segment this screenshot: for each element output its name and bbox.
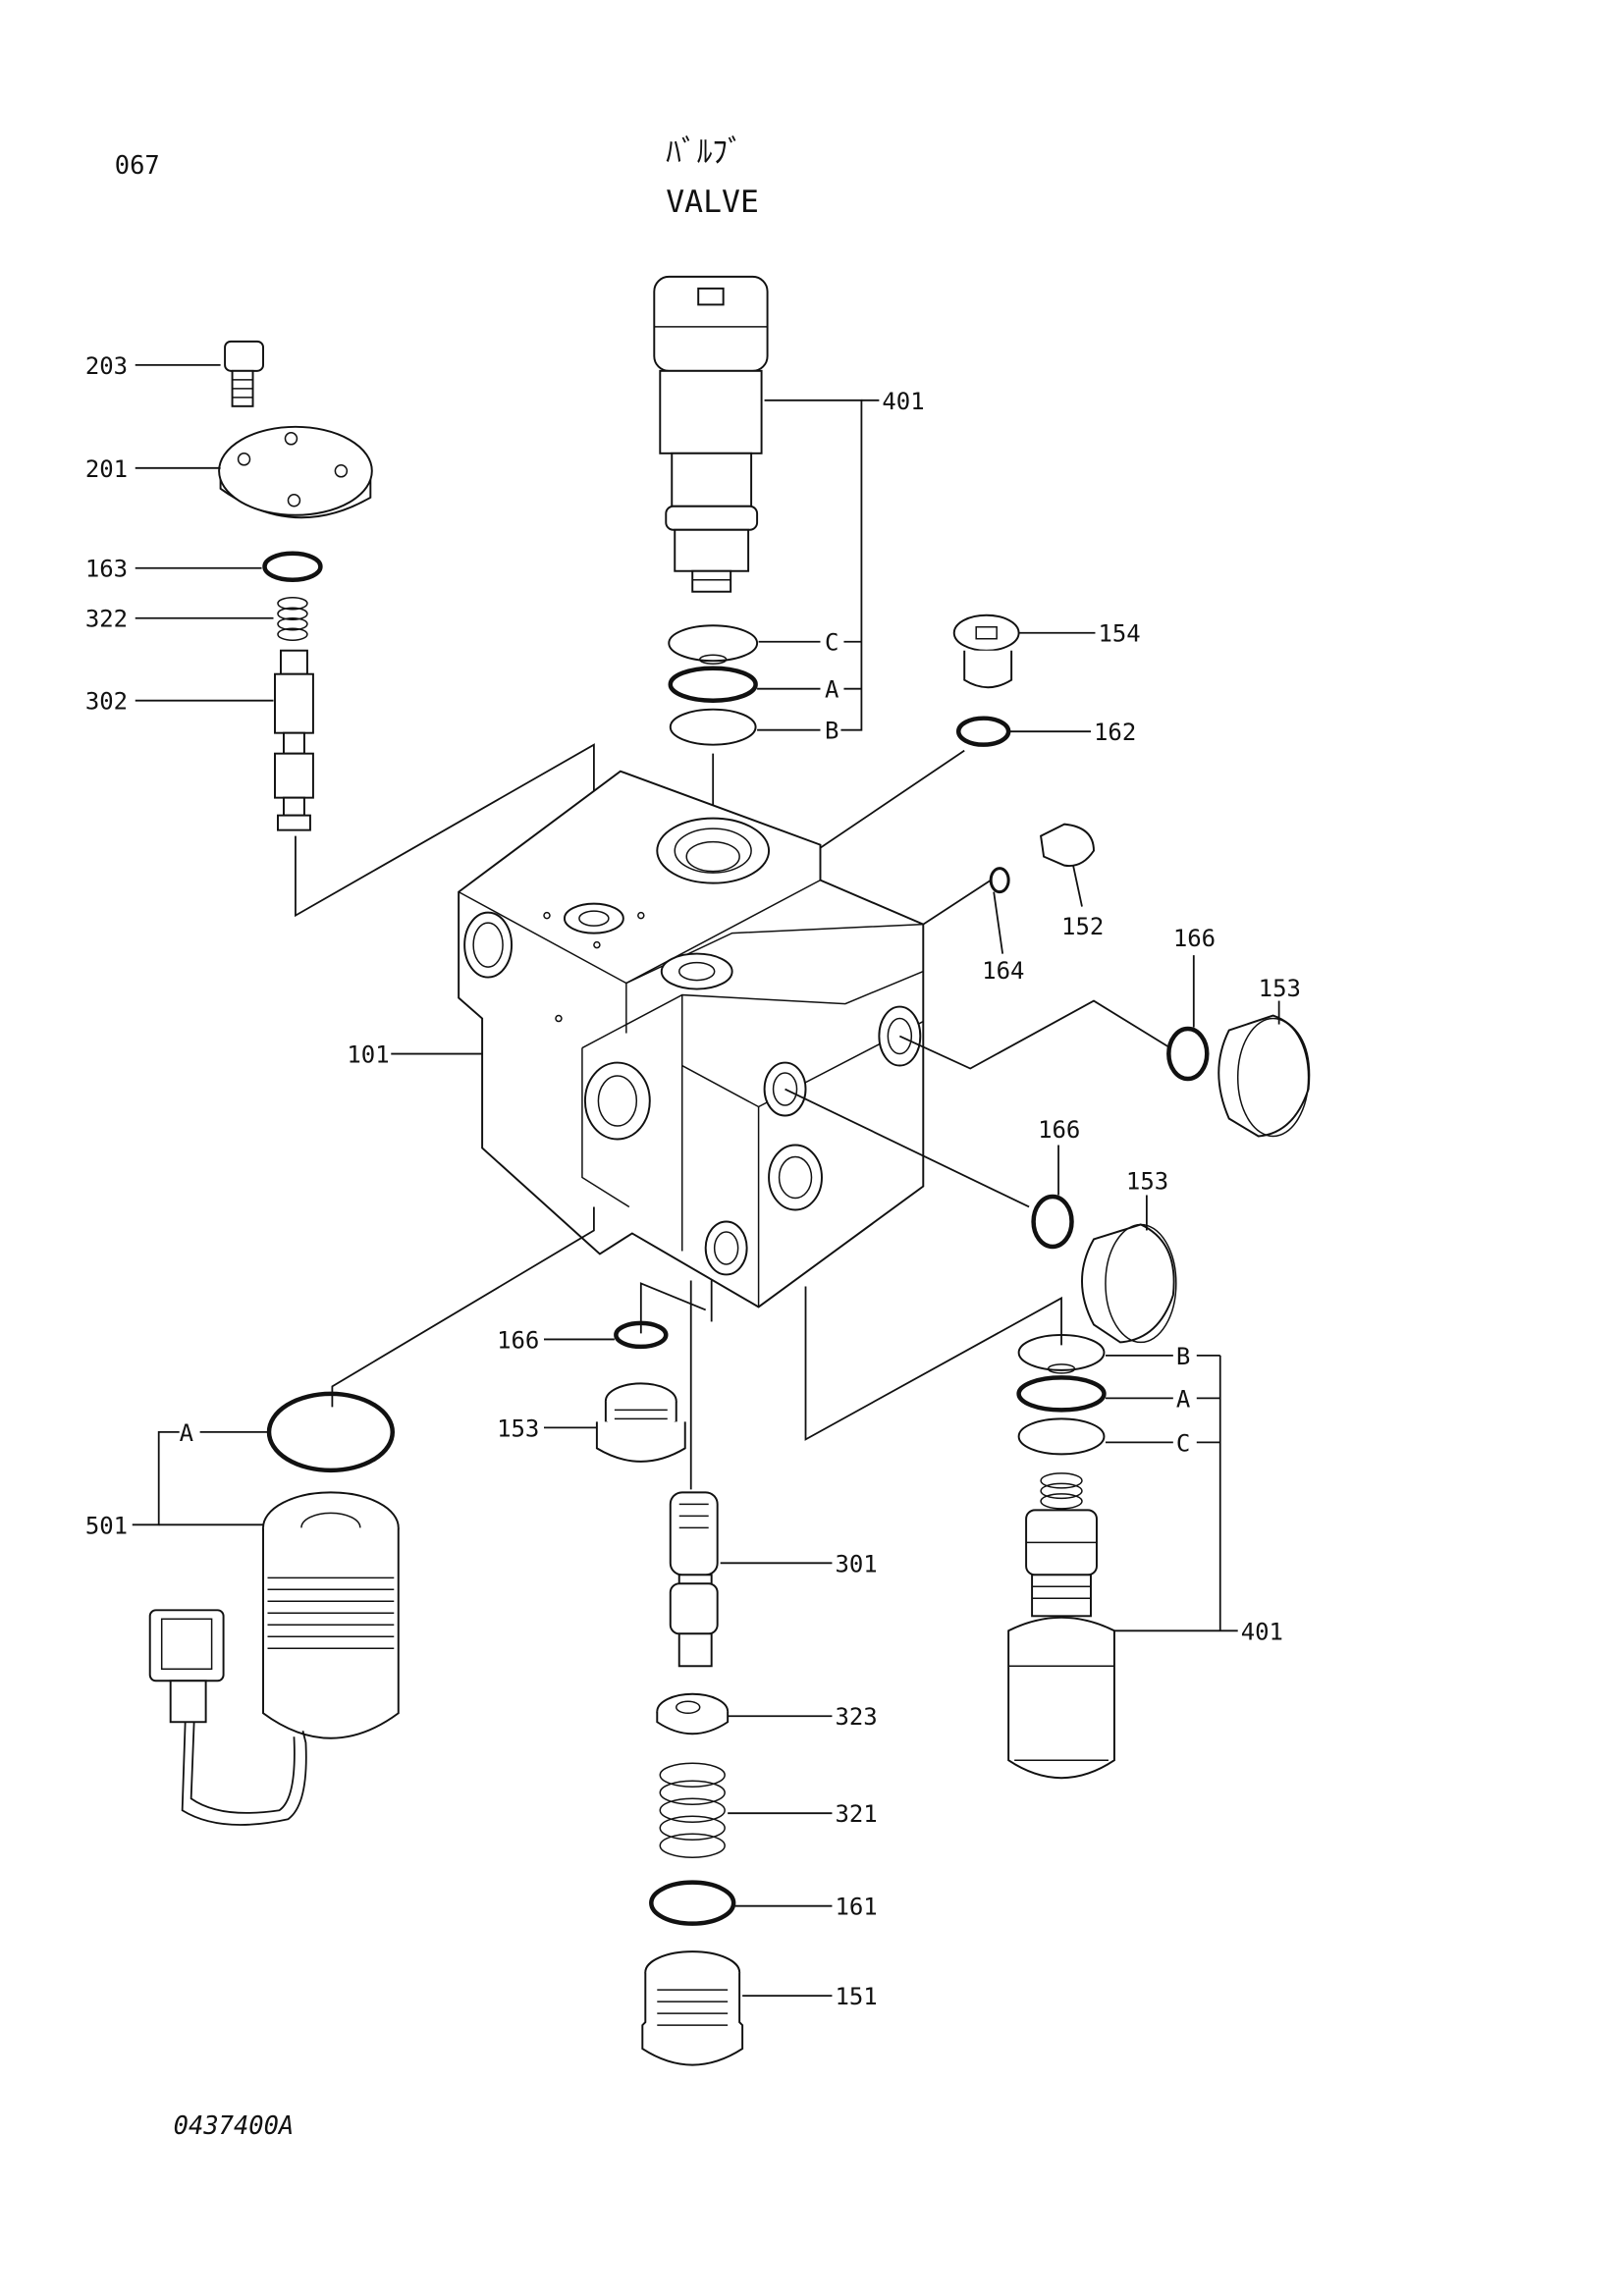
ring-a-top bbox=[668, 666, 758, 703]
o-ring-163 bbox=[262, 551, 323, 582]
callout-401-top-c: C bbox=[825, 629, 839, 657]
callout-401-bottom-c: C bbox=[1176, 1429, 1190, 1457]
plug-153-right1 bbox=[1217, 1014, 1311, 1138]
o-ring-166-right2 bbox=[1031, 1194, 1074, 1250]
o-ring-162 bbox=[955, 716, 1011, 747]
plug-153-right2 bbox=[1081, 1223, 1177, 1344]
callout-162: 162 bbox=[1094, 719, 1136, 746]
o-ring-161 bbox=[649, 1880, 736, 1926]
callout-166-right2: 166 bbox=[1038, 1116, 1080, 1144]
plug-153-bottom bbox=[595, 1382, 686, 1463]
page-number: 067 bbox=[115, 151, 160, 181]
callout-302: 302 bbox=[85, 688, 128, 716]
o-ring-501-a bbox=[266, 1391, 396, 1473]
spring-321 bbox=[659, 1762, 726, 1858]
plug-151 bbox=[641, 1950, 744, 2066]
ring-c-bottom bbox=[1017, 1417, 1106, 1456]
ring-b-bottom bbox=[1017, 1333, 1106, 1371]
callout-401-top-b: B bbox=[825, 718, 839, 745]
callout-401-top-a: A bbox=[825, 676, 839, 704]
callout-501: 501 bbox=[85, 1512, 128, 1539]
title-english: VALVE bbox=[666, 185, 759, 220]
callout-152: 152 bbox=[1061, 913, 1104, 940]
callout-161: 161 bbox=[835, 1894, 877, 1921]
callout-166-bottom: 166 bbox=[497, 1326, 539, 1354]
ring-b-top bbox=[669, 708, 757, 746]
cover-201 bbox=[218, 425, 373, 519]
valve-body-101 bbox=[458, 770, 925, 1308]
solenoid-501 bbox=[148, 1491, 400, 1826]
callout-203: 203 bbox=[85, 352, 128, 380]
callout-323: 323 bbox=[835, 1703, 877, 1731]
spool-301 bbox=[669, 1491, 719, 1668]
seat-323 bbox=[656, 1692, 730, 1735]
callout-151: 151 bbox=[835, 1983, 877, 2010]
title-japanese: ﾊﾞﾙﾌﾞ bbox=[666, 134, 743, 170]
callout-322: 322 bbox=[85, 606, 128, 633]
relief-valve-401-top bbox=[653, 275, 769, 593]
ring-a-bottom bbox=[1016, 1375, 1107, 1413]
plug-154 bbox=[952, 614, 1020, 689]
callout-164: 164 bbox=[982, 957, 1024, 985]
callout-101: 101 bbox=[347, 1041, 389, 1069]
callout-166-right1: 166 bbox=[1173, 925, 1216, 952]
o-ring-164 bbox=[989, 867, 1010, 894]
callout-154: 154 bbox=[1098, 620, 1140, 648]
bolt-203 bbox=[224, 340, 264, 407]
plug-152 bbox=[1040, 823, 1095, 868]
callout-321: 321 bbox=[835, 1800, 877, 1828]
callout-401-bottom-b: B bbox=[1176, 1343, 1190, 1370]
callout-301: 301 bbox=[835, 1550, 877, 1577]
o-ring-166-right1 bbox=[1166, 1026, 1210, 1082]
o-ring-166-bottom bbox=[614, 1320, 669, 1350]
callout-401-bottom-a: A bbox=[1176, 1385, 1190, 1413]
relief-valve-401-bottom bbox=[1007, 1472, 1115, 1780]
spool-302 bbox=[274, 649, 314, 831]
callout-153-right1: 153 bbox=[1259, 975, 1301, 1002]
spring-322 bbox=[277, 596, 308, 641]
callout-501-a: A bbox=[180, 1419, 193, 1447]
callout-201: 201 bbox=[85, 455, 128, 483]
callout-153-bottom: 153 bbox=[497, 1415, 539, 1442]
drawing-code: 0437400A bbox=[174, 2111, 295, 2141]
callout-153-right2: 153 bbox=[1126, 1167, 1168, 1195]
callout-401-top: 401 bbox=[882, 388, 924, 415]
ring-c-top bbox=[668, 624, 759, 663]
callout-163: 163 bbox=[85, 556, 128, 583]
callout-401-bottom: 401 bbox=[1241, 1618, 1283, 1645]
